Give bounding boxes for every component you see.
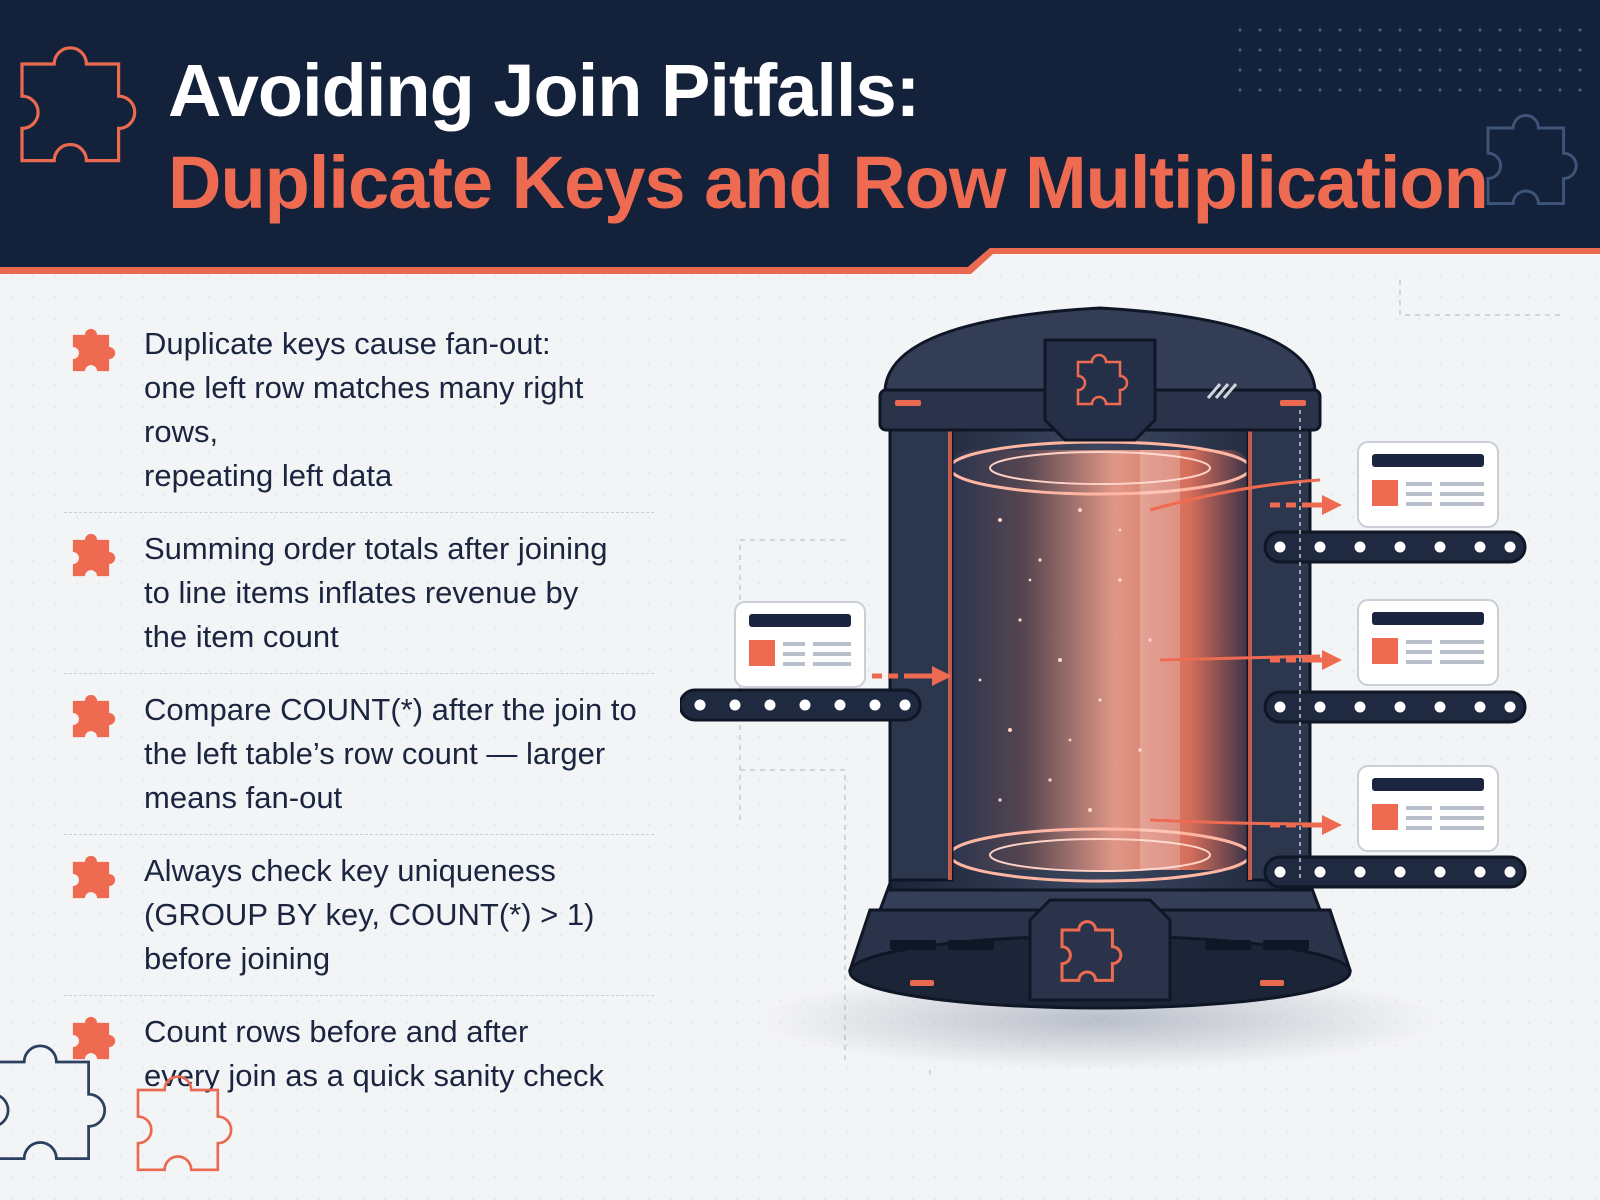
- bullet-list: Duplicate keys cause fan-out: one left r…: [64, 322, 654, 1126]
- input-conveyor: [680, 688, 922, 722]
- bullet-item: Always check key uniqueness (GROUP BY ke…: [64, 849, 654, 996]
- bullet-item: Duplicate keys cause fan-out: one left r…: [64, 322, 654, 513]
- bullet-text: Count rows before and after every join a…: [144, 1014, 605, 1093]
- row-card-icon: [1357, 765, 1499, 852]
- footer-puzzle-outlines-icon: [0, 1044, 233, 1172]
- row-card-icon: [1357, 441, 1499, 528]
- machine-cap: [878, 306, 1322, 442]
- output-streams: [1149, 478, 1321, 826]
- output-conveyor: [1263, 530, 1527, 889]
- arrow-right-icon: [1270, 650, 1342, 670]
- bullet-item: Summing order totals after joining to li…: [64, 527, 654, 674]
- bullet-item: Compare COUNT(*) after the join to the l…: [64, 688, 654, 835]
- puzzle-piece-icon: [72, 328, 116, 372]
- arrow-right-icon: [1270, 815, 1342, 835]
- puzzle-piece-icon: [72, 855, 116, 899]
- bullet-text: Compare COUNT(*) after the join to the l…: [144, 692, 637, 815]
- arrow-right-icon: [1270, 495, 1342, 515]
- left-pillar: [888, 428, 954, 882]
- bullet-item: Count rows before and after every join a…: [64, 1010, 654, 1112]
- bullet-text: Summing order totals after joining to li…: [144, 531, 608, 654]
- guide-lines: [739, 280, 1560, 1080]
- arrow-right-icon: [872, 666, 952, 686]
- header-puzzle-outline-icon: [20, 46, 137, 163]
- row-card-icon: [1357, 599, 1499, 686]
- puzzle-piece-icon: [72, 533, 116, 577]
- header-dot-pattern: [1230, 20, 1590, 100]
- bullet-text: Always check key uniqueness (GROUP BY ke…: [144, 853, 595, 976]
- glass-tube: [948, 440, 1252, 883]
- row-card-icon: [734, 601, 866, 688]
- join-machine-diagram: [680, 280, 1560, 1080]
- page-title: Avoiding Join Pitfalls:: [168, 49, 920, 132]
- page-subtitle: Duplicate Keys and Row Multiplication: [168, 141, 1489, 224]
- puzzle-piece-icon: [72, 694, 116, 738]
- particles: [978, 508, 1162, 822]
- bullet-text: Duplicate keys cause fan-out: one left r…: [144, 326, 584, 493]
